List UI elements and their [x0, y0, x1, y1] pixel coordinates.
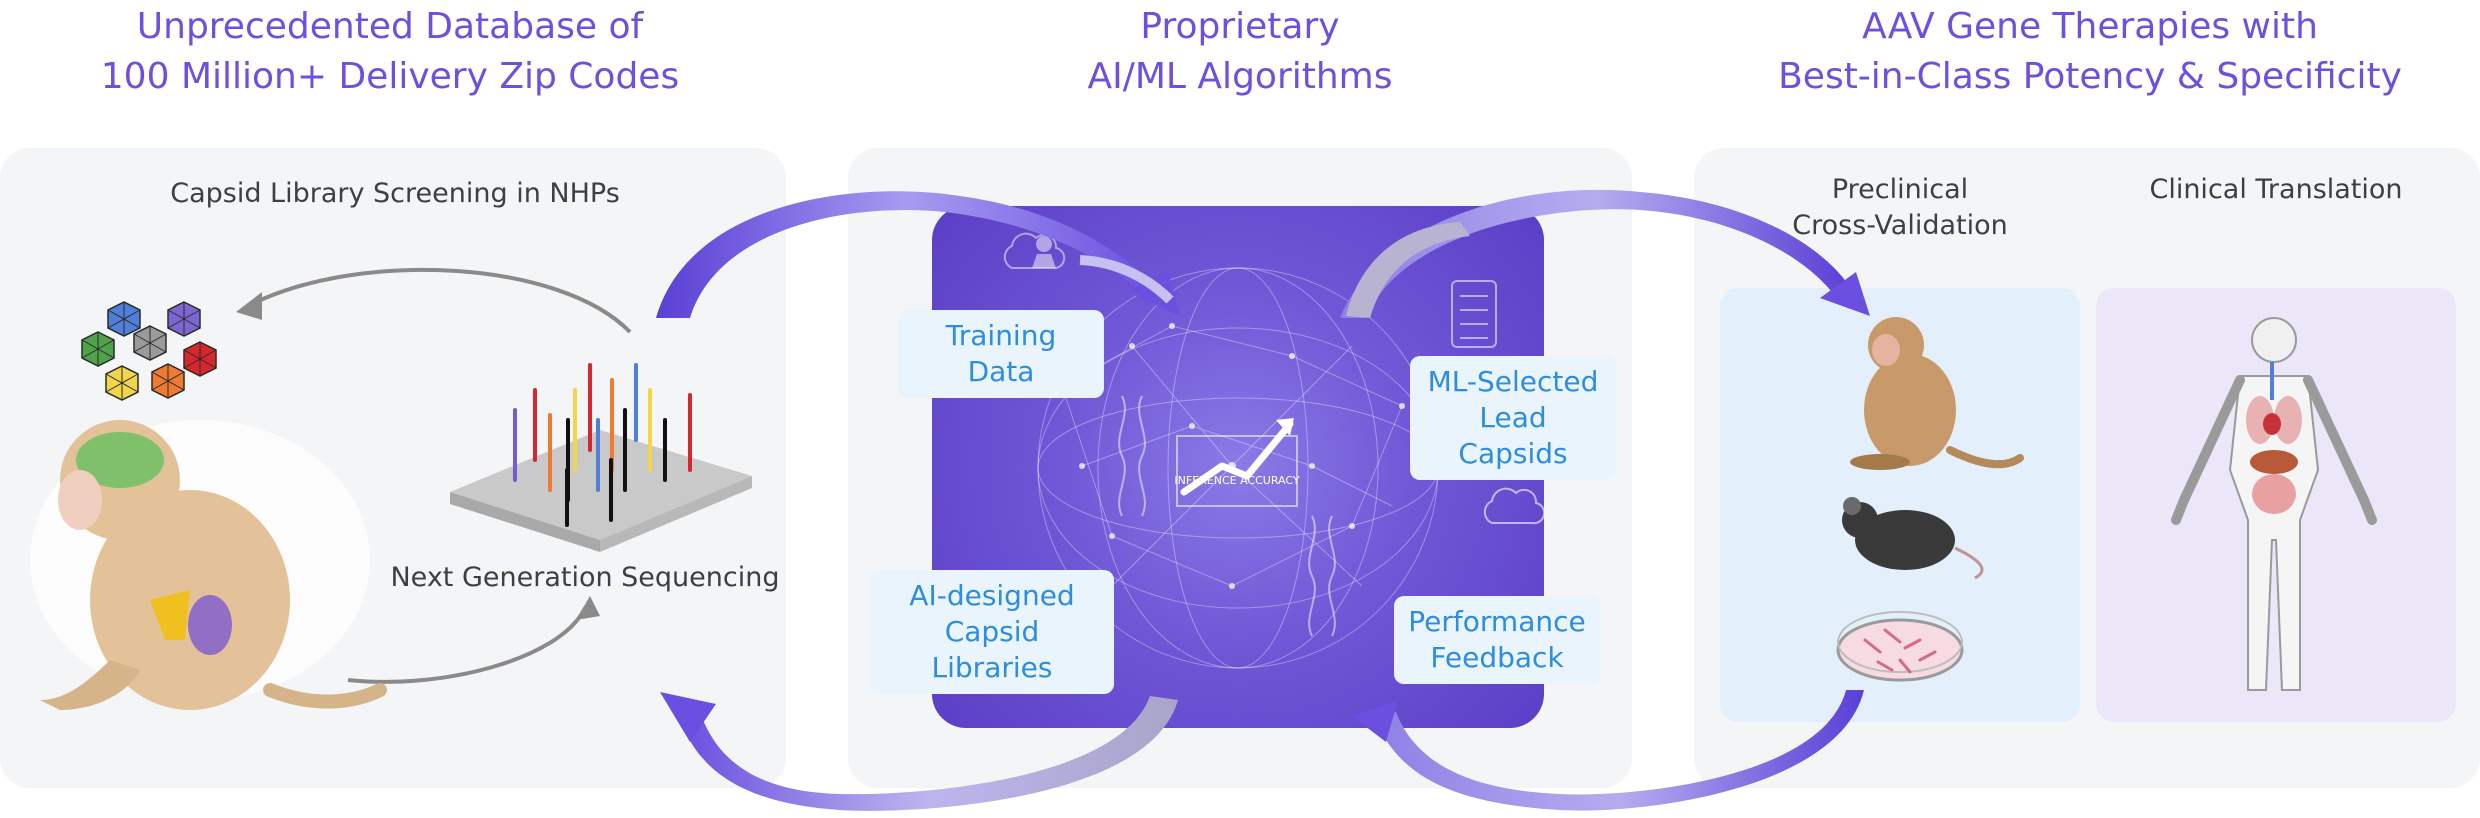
ngs-plate-icon — [450, 365, 752, 552]
flow-arrow-center-bottom — [1352, 690, 1864, 811]
monkey-icon — [30, 420, 380, 710]
loop-arrow-bottom — [348, 596, 600, 682]
flow-arrow-left-top — [656, 191, 1180, 318]
preclinical-label: Preclinical Cross-Validation — [1740, 172, 2060, 244]
capsid-screening-label: Capsid Library Screening in NHPs — [130, 176, 660, 212]
clinical-label: Clinical Translation — [2116, 172, 2436, 208]
preclinical-label-line1: Preclinical — [1740, 172, 2060, 208]
ngs-label: Next Generation Sequencing — [390, 560, 780, 596]
ml-selected-line2: Lead Capsids — [1424, 400, 1602, 472]
ml-selected-chip: ML-Selected Lead Capsids — [1410, 356, 1616, 480]
capsid-icon — [82, 302, 216, 400]
flow-arrow-center-top-inner — [1346, 222, 1470, 318]
ml-selected-line1: ML-Selected — [1424, 364, 1602, 400]
performance-chip: Performance Feedback — [1394, 596, 1600, 684]
performance-line2: Feedback — [1408, 640, 1586, 676]
preclinical-label-line2: Cross-Validation — [1740, 208, 2060, 244]
training-data-chip: Training Data — [898, 310, 1104, 398]
ai-designed-line1: AI-designed — [884, 578, 1100, 614]
loop-arrow-top — [236, 270, 630, 332]
mouse-icon — [1842, 497, 1982, 578]
monkey-icon — [1850, 317, 2020, 470]
petri-dish-icon — [1838, 612, 1962, 680]
flow-arrow-left-bottom — [660, 692, 1178, 811]
performance-line1: Performance — [1408, 604, 1586, 640]
ai-designed-chip: AI-designed Capsid Libraries — [870, 570, 1114, 694]
human-body-icon — [2176, 318, 2372, 690]
ai-designed-line2: Capsid Libraries — [884, 614, 1100, 686]
